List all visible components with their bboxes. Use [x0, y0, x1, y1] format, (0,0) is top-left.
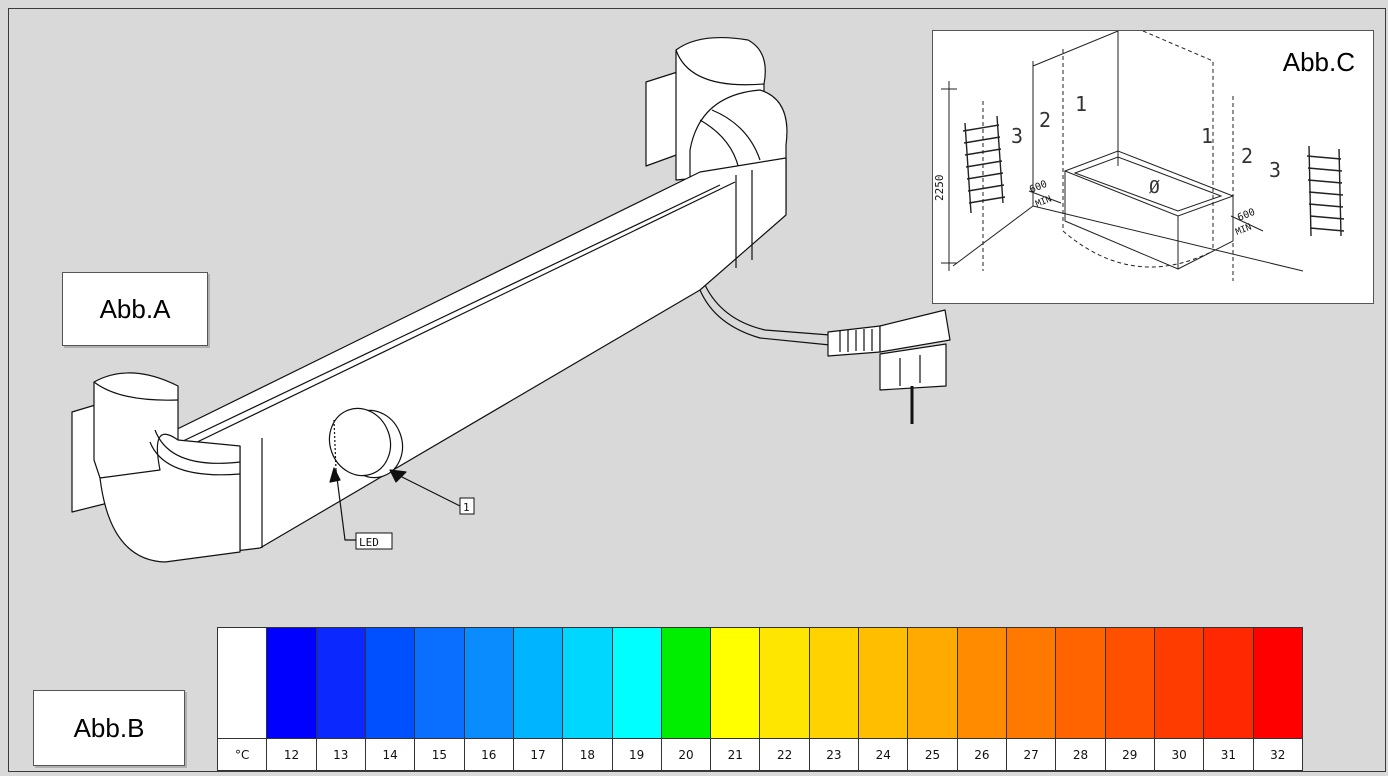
scale-step: 28	[1056, 628, 1106, 770]
scale-step-temp: 15	[431, 747, 448, 762]
scale-step-swatch	[1105, 628, 1154, 739]
scale-step-temp: 27	[1023, 747, 1039, 762]
towel-radiator-right	[1306, 145, 1345, 237]
temperature-color-scale: °C 12 13 14 15 16 17 18 19 20 21 22 23 24 25 26 27 28 29 3…	[217, 627, 1303, 771]
scale-step: 15	[415, 628, 465, 770]
scale-step-swatch	[513, 628, 563, 739]
scale-step: 27	[1007, 628, 1057, 770]
callout-led-label: LED	[359, 536, 379, 549]
scale-step-temp: 17	[530, 747, 546, 762]
scale-step-temp: 22	[776, 747, 793, 762]
scale-step: 26	[957, 628, 1007, 770]
min-distance-left: 600	[1028, 179, 1049, 196]
scale-step-temp: 12	[283, 747, 300, 762]
callout-knob-label: 1	[463, 501, 470, 514]
scale-step-swatch	[1056, 628, 1105, 739]
scale-step-swatch	[760, 628, 809, 739]
scale-step-swatch	[267, 628, 316, 739]
zone-1-left: 1	[1075, 92, 1087, 116]
scale-step-temp: 19	[629, 747, 645, 762]
min-distance-right: 600	[1236, 207, 1257, 224]
figure-a-label: Abb.A	[62, 272, 208, 346]
scale-step-temp: 13	[333, 747, 349, 762]
min-label-left: MIN	[1034, 194, 1053, 209]
scale-step-temp: 28	[1072, 747, 1089, 762]
scale-step: 23	[809, 628, 860, 770]
power-cable	[699, 289, 831, 346]
scale-step-temp: 30	[1171, 747, 1187, 762]
scale-step-temp: 23	[826, 747, 842, 762]
scale-step: 32	[1253, 628, 1302, 770]
scale-step: 20	[661, 628, 712, 770]
zone-2-left: 2	[1039, 108, 1051, 132]
drawing-frame	[8, 8, 1386, 772]
scale-step-swatch	[415, 628, 464, 739]
scale-step-swatch	[957, 628, 1006, 739]
scale-step-temp: 18	[579, 747, 595, 762]
scale-step-swatch	[859, 628, 908, 739]
scale-step-swatch	[1253, 628, 1302, 739]
bathroom-zones-panel: 2250 3 2 1 1 2 3 Ø 600 MIN 600 MIN Abb.C	[932, 30, 1374, 304]
scale-step-temp: 29	[1122, 747, 1138, 762]
figure-b-label: Abb.B	[33, 690, 185, 766]
scale-step: 19	[612, 628, 662, 770]
zone-3-right: 3	[1269, 158, 1281, 182]
scale-step-temp: 24	[875, 747, 891, 762]
zone-2-right: 2	[1241, 144, 1253, 168]
scale-step-swatch	[1007, 628, 1056, 739]
scale-step-swatch	[365, 628, 415, 739]
zone-0: Ø	[1149, 177, 1160, 198]
scale-unit-swatch	[218, 628, 267, 739]
scale-step-temp: 25	[924, 747, 941, 762]
scale-step-swatch	[316, 628, 365, 739]
scale-step: 18	[563, 628, 613, 770]
scale-step: 29	[1105, 628, 1155, 770]
scale-step-swatch	[563, 628, 612, 739]
scale-step-temp: 20	[678, 747, 694, 762]
bathroom-zones-drawing: 2250 3 2 1 1 2 3 Ø 600 MIN 600 MIN	[933, 30, 1345, 281]
scale-step-temp: 26	[974, 747, 990, 762]
scale-step-temp: 32	[1270, 747, 1286, 762]
scale-unit-label: °C	[234, 747, 250, 762]
scale-step-temp: 21	[727, 747, 743, 762]
scale-step: 17	[513, 628, 564, 770]
scale-step: 12	[267, 628, 317, 770]
scale-step: 31	[1204, 628, 1254, 770]
scale-step-temp: 31	[1220, 747, 1237, 762]
left-elbow	[99, 433, 241, 563]
scale-step-swatch	[809, 628, 859, 739]
scale-step-swatch	[711, 628, 760, 739]
scale-step-swatch	[1154, 628, 1204, 739]
min-label-right: MIN	[1234, 222, 1253, 237]
scale-step-swatch	[1204, 628, 1253, 739]
scale-step: 30	[1154, 628, 1205, 770]
zone-1-right: 1	[1201, 124, 1213, 148]
scale-step: 24	[859, 628, 909, 770]
scale-step-temp: 16	[481, 747, 497, 762]
scale-step: 22	[760, 628, 810, 770]
scale-step-swatch	[661, 628, 711, 739]
scale-step: 16	[464, 628, 514, 770]
zone-3-left: 3	[1011, 124, 1023, 148]
scale-step-swatch	[612, 628, 661, 739]
scale-step: 13	[316, 628, 366, 770]
scale-unit-column: °C	[218, 628, 268, 770]
scale-step: 14	[365, 628, 416, 770]
figure-c-label: Abb.C	[1282, 47, 1355, 77]
scale-step: 25	[908, 628, 958, 770]
height-dimension: 2250	[933, 175, 946, 202]
scale-step: 21	[711, 628, 761, 770]
scale-step-temp: 14	[382, 747, 398, 762]
scale-step-swatch	[464, 628, 513, 739]
towel-radiator-left	[962, 115, 1006, 214]
scale-step-swatch	[908, 628, 957, 739]
